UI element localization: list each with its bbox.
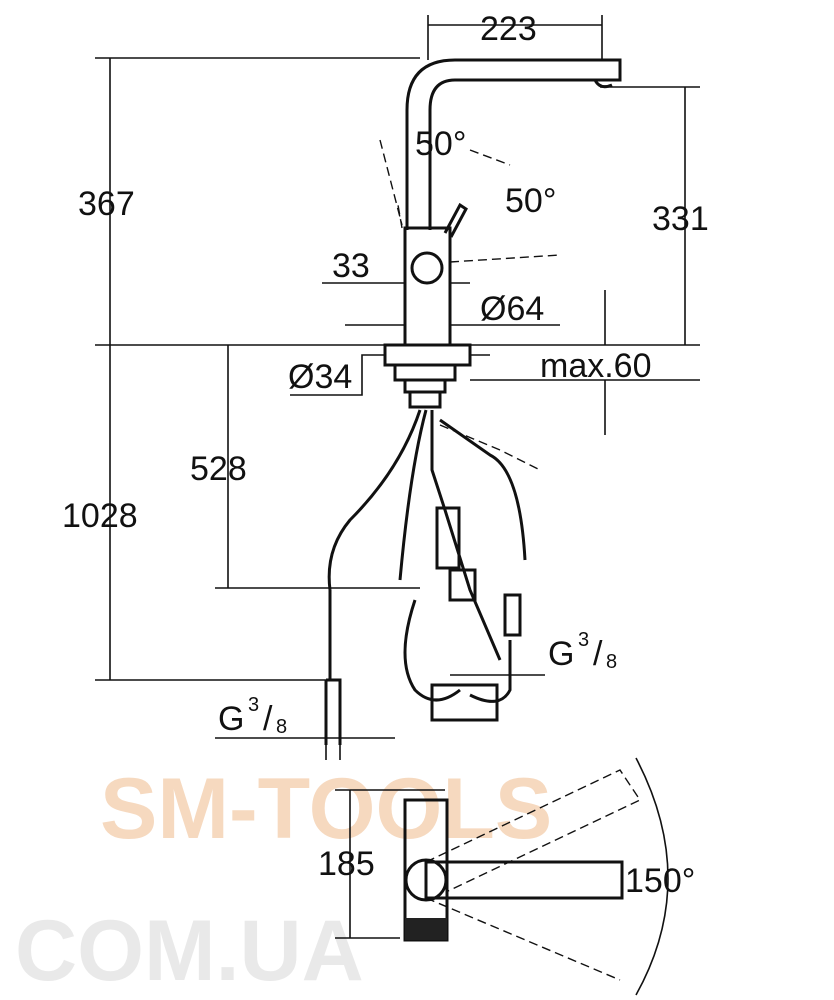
svg-text:3: 3 <box>578 629 589 651</box>
lever-width-label: 33 <box>332 247 370 285</box>
hose-short-label: 528 <box>190 450 247 488</box>
total-height-label: 367 <box>78 185 135 223</box>
max-countertop-label: max.60 <box>540 347 652 385</box>
hose-long-label: 1028 <box>62 497 138 535</box>
top-view-depth-label: 185 <box>318 845 375 883</box>
connection-left-label: G 3 / 8 <box>218 694 287 738</box>
watermark-line1: SM-TOOLS <box>100 761 552 857</box>
svg-text:3: 3 <box>248 694 259 716</box>
mount-diameter-label: Ø34 <box>288 358 352 396</box>
svg-text:G: G <box>548 635 574 673</box>
dimension-lines <box>95 15 700 939</box>
spout-reach-label: 223 <box>480 10 537 48</box>
watermark-line2: COM.UA <box>15 903 364 999</box>
body-diameter-label: Ø64 <box>480 290 544 328</box>
lever-angle-label: 50° <box>505 182 556 220</box>
fraction-slash: / <box>263 700 273 738</box>
faucet-top-view <box>403 757 669 996</box>
faucet-side-view <box>324 58 622 745</box>
swivel-angle-label: 150° <box>625 862 695 900</box>
spout-height-label: 331 <box>652 200 709 238</box>
svg-text:8: 8 <box>606 651 617 673</box>
connection-right-label: G 3 / 8 <box>548 629 617 673</box>
svg-text:8: 8 <box>276 716 287 738</box>
spout-angle-label: 50° <box>415 125 466 163</box>
fraction-slash: / <box>593 635 603 673</box>
svg-text:G: G <box>218 700 244 738</box>
